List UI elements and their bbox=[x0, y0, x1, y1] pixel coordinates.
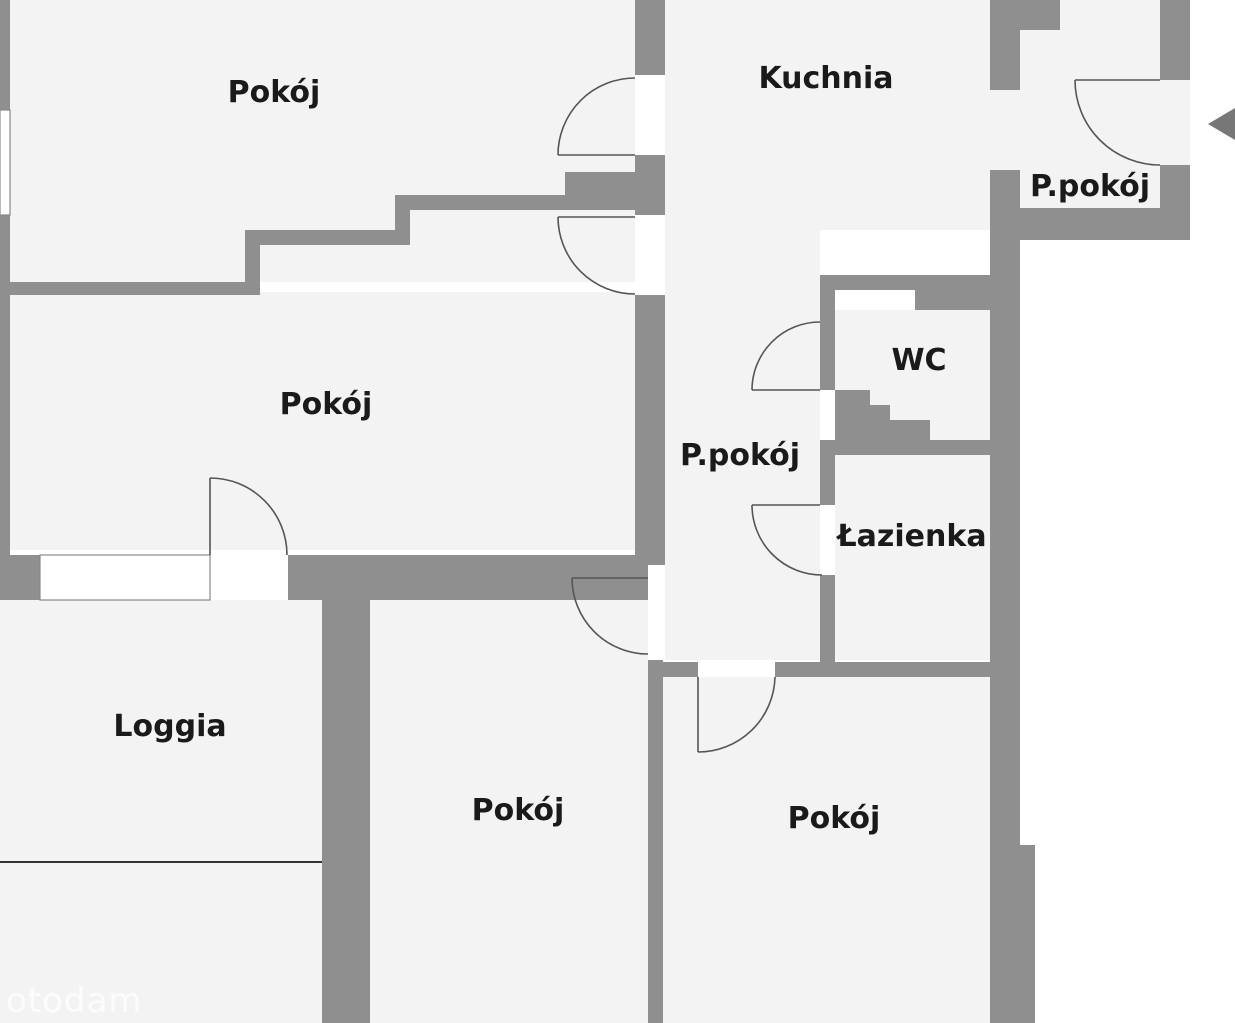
wall-top-left-kitchen-lower bbox=[635, 155, 665, 215]
label-loggia: Loggia bbox=[113, 709, 226, 744]
wall-middle-left-right bbox=[635, 295, 665, 565]
wall-right-outer-step bbox=[990, 845, 1035, 1023]
wall-bottom-right-top-b bbox=[775, 662, 990, 677]
wall-stepped-divider bbox=[10, 172, 665, 295]
windows bbox=[0, 109, 211, 601]
door-lazienka[interactable] bbox=[751, 504, 823, 576]
wall-kitchen-right-step bbox=[1020, 0, 1060, 30]
wall-middle-left-bottom-a bbox=[0, 555, 40, 600]
watermark-logo: otodam bbox=[6, 981, 142, 1021]
floor-areas bbox=[0, 0, 1190, 1023]
floor-pokoj-middle-left bbox=[10, 292, 635, 550]
door-middle-left-room[interactable] bbox=[557, 216, 636, 295]
door-loggia[interactable] bbox=[209, 477, 288, 556]
room-labels: Pokój Pokój Kuchnia P.pokój P.pokój WC Ł… bbox=[113, 61, 1150, 836]
window-left-top bbox=[0, 109, 11, 216]
wall-wc-lazienka-divider bbox=[835, 390, 990, 455]
wall-hall-right-bottom bbox=[820, 575, 835, 662]
wall-wc-top-step bbox=[915, 275, 990, 310]
wall-hall-right-lower bbox=[820, 440, 835, 505]
floor-lazienka bbox=[835, 455, 990, 660]
label-p-pokoj-entry: P.pokój bbox=[1030, 169, 1150, 204]
label-wc: WC bbox=[891, 343, 946, 378]
floor-hall bbox=[665, 230, 820, 660]
loggia-divider-line bbox=[0, 861, 322, 863]
doors bbox=[209, 77, 1235, 753]
walls bbox=[0, 0, 1190, 1023]
wall-kitchen-bottom-right bbox=[990, 170, 1020, 240]
label-pokoj-bottom-right: Pokój bbox=[788, 801, 881, 836]
label-pokoj-top-left: Pokój bbox=[228, 75, 321, 110]
floor-pokoj-bottom-middle bbox=[370, 565, 648, 1023]
label-kuchnia: Kuchnia bbox=[758, 61, 893, 96]
wall-entry-right-upper bbox=[1160, 0, 1190, 80]
floor-loggia bbox=[0, 600, 322, 1023]
door-bottom-right-room[interactable] bbox=[697, 676, 776, 753]
label-pokoj-middle-left: Pokój bbox=[280, 387, 373, 422]
wall-top-left-kitchen-upper bbox=[635, 0, 665, 75]
label-lazienka: Łazienka bbox=[835, 519, 986, 554]
wall-entry-bottom bbox=[1020, 208, 1190, 240]
wall-left-outer-mid bbox=[0, 215, 10, 600]
window-loggia bbox=[39, 554, 211, 601]
wall-kitchen-right-upper bbox=[990, 0, 1020, 90]
door-top-left-room[interactable] bbox=[557, 77, 636, 156]
door-bottom-middle-room[interactable] bbox=[571, 577, 649, 655]
label-pokoj-bottom-middle: Pokój bbox=[472, 793, 565, 828]
door-wc[interactable] bbox=[751, 321, 821, 391]
entrance-arrow-icon bbox=[1208, 108, 1235, 140]
wall-left-outer-top bbox=[0, 0, 10, 110]
wall-bottom-rooms-divider bbox=[648, 660, 663, 1023]
door-entry[interactable] bbox=[1074, 79, 1161, 166]
floor-kuchnia bbox=[665, 0, 1190, 230]
label-p-pokoj-hall: P.pokój bbox=[680, 438, 800, 473]
floor-pokoj-bottom-right bbox=[663, 677, 990, 1023]
wall-bottom-middle-left bbox=[322, 565, 370, 1023]
wall-hall-right-upper bbox=[820, 275, 835, 390]
wall-bottom-right-top-a bbox=[663, 662, 698, 677]
